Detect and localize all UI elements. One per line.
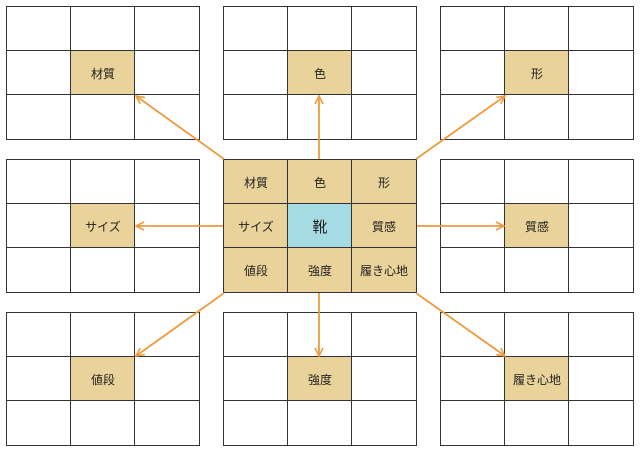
empty-cell	[351, 6, 417, 52]
attribute-cell-strength: 強度	[287, 247, 353, 293]
empty-cell	[351, 312, 417, 358]
empty-cell	[440, 94, 506, 140]
empty-cell	[504, 400, 570, 446]
empty-cell	[134, 400, 200, 446]
empty-cell	[568, 247, 634, 293]
satellite-grid-color: 色	[223, 6, 417, 140]
empty-cell	[440, 312, 506, 358]
empty-cell	[6, 247, 72, 293]
satellite-center-cell: 強度	[287, 356, 353, 402]
empty-cell	[70, 247, 136, 293]
empty-cell	[568, 203, 634, 249]
empty-cell	[504, 6, 570, 52]
empty-cell	[440, 6, 506, 52]
satellite-grid-material: 材質	[6, 6, 200, 140]
empty-cell	[568, 312, 634, 358]
satellite-center-cell: 質感	[504, 203, 570, 249]
satellite-grid-texture: 質感	[440, 159, 634, 293]
empty-cell	[6, 6, 72, 52]
satellite-center-cell: 色	[287, 50, 353, 96]
satellite-center-cell: サイズ	[70, 203, 136, 249]
empty-cell	[223, 400, 289, 446]
empty-cell	[223, 50, 289, 96]
attribute-cell-texture: 質感	[351, 203, 417, 249]
empty-cell	[568, 400, 634, 446]
satellite-center-cell: 履き心地	[504, 356, 570, 402]
empty-cell	[504, 94, 570, 140]
empty-cell	[70, 6, 136, 52]
empty-cell	[440, 159, 506, 205]
empty-cell	[134, 6, 200, 52]
empty-cell	[287, 6, 353, 52]
empty-cell	[134, 247, 200, 293]
attribute-cell-material: 材質	[223, 159, 289, 205]
empty-cell	[6, 356, 72, 402]
empty-cell	[351, 50, 417, 96]
empty-cell	[6, 203, 72, 249]
empty-cell	[440, 400, 506, 446]
empty-cell	[70, 159, 136, 205]
satellite-grid-comfort: 履き心地	[440, 312, 634, 446]
attribute-cell-size: サイズ	[223, 203, 289, 249]
empty-cell	[351, 356, 417, 402]
empty-cell	[223, 94, 289, 140]
empty-cell	[6, 312, 72, 358]
empty-cell	[6, 94, 72, 140]
center-theme-cell: 靴	[287, 203, 353, 249]
empty-cell	[134, 50, 200, 96]
satellite-center-cell: 材質	[70, 50, 136, 96]
empty-cell	[351, 400, 417, 446]
empty-cell	[440, 247, 506, 293]
empty-cell	[6, 159, 72, 205]
empty-cell	[568, 159, 634, 205]
attribute-cell-color: 色	[287, 159, 353, 205]
empty-cell	[70, 94, 136, 140]
empty-cell	[134, 312, 200, 358]
attribute-cell-price: 値段	[223, 247, 289, 293]
empty-cell	[134, 203, 200, 249]
empty-cell	[287, 400, 353, 446]
empty-cell	[568, 6, 634, 52]
empty-cell	[6, 50, 72, 96]
empty-cell	[287, 94, 353, 140]
empty-cell	[568, 94, 634, 140]
empty-cell	[223, 312, 289, 358]
satellite-grid-strength: 強度	[223, 312, 417, 446]
empty-cell	[504, 312, 570, 358]
empty-cell	[70, 400, 136, 446]
empty-cell	[223, 356, 289, 402]
empty-cell	[6, 400, 72, 446]
empty-cell	[70, 312, 136, 358]
attribute-cell-comfort: 履き心地	[351, 247, 417, 293]
satellite-center-cell: 形	[504, 50, 570, 96]
empty-cell	[440, 50, 506, 96]
empty-cell	[504, 159, 570, 205]
empty-cell	[568, 50, 634, 96]
empty-cell	[440, 203, 506, 249]
satellite-grid-price: 値段	[6, 312, 200, 446]
empty-cell	[134, 159, 200, 205]
empty-cell	[440, 356, 506, 402]
attribute-cell-shape: 形	[351, 159, 417, 205]
empty-cell	[287, 312, 353, 358]
satellite-grid-size: サイズ	[6, 159, 200, 293]
empty-cell	[504, 247, 570, 293]
empty-cell	[351, 94, 417, 140]
satellite-grid-shape: 形	[440, 6, 634, 140]
center-grid: 材質 色 形 サイズ 靴 質感 値段 強度 履き心地	[223, 159, 417, 293]
empty-cell	[134, 94, 200, 140]
satellite-center-cell: 値段	[70, 356, 136, 402]
empty-cell	[223, 6, 289, 52]
empty-cell	[568, 356, 634, 402]
empty-cell	[134, 356, 200, 402]
